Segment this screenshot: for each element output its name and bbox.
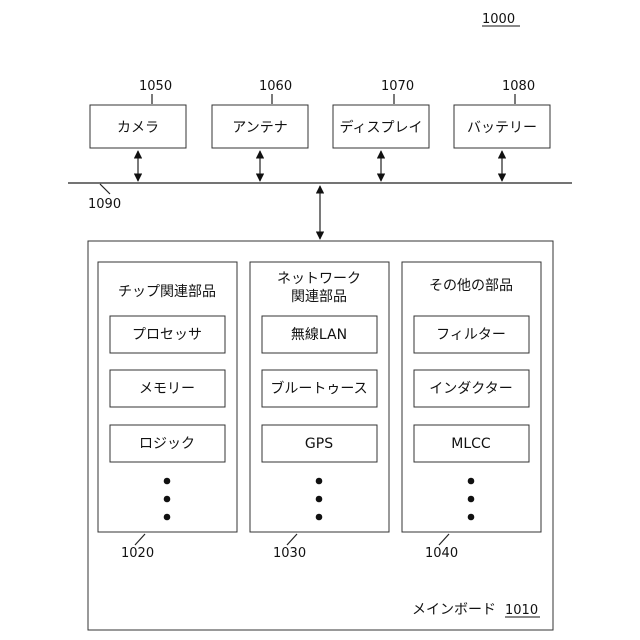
- ellipsis-dot: [468, 478, 475, 485]
- component-display: 1070 ディスプレイ: [333, 79, 429, 181]
- item-label: ロジック: [139, 436, 195, 452]
- component-label: バッテリー: [467, 120, 537, 136]
- component-number: 1070: [381, 79, 414, 94]
- component-camera: 1050 カメラ: [90, 79, 186, 181]
- bus-leader-line: [100, 184, 110, 194]
- ellipsis-dot: [468, 514, 475, 521]
- main-board-label: メインボード: [412, 602, 496, 618]
- item-label: 無線LAN: [291, 327, 347, 343]
- component-label: アンテナ: [232, 120, 287, 136]
- group-title-line2: 関連部品: [291, 289, 347, 305]
- ellipsis-dot: [316, 478, 323, 485]
- item-label: プロセッサ: [132, 327, 202, 343]
- ellipsis-dot: [164, 514, 171, 521]
- item-label: ブルートゥース: [270, 380, 367, 397]
- component-label: カメラ: [117, 120, 159, 136]
- group-number: 1030: [273, 546, 306, 561]
- component-antenna: 1060 アンテナ: [212, 79, 308, 181]
- component-number: 1050: [139, 79, 172, 94]
- group-network-parts: ネットワーク 関連部品 無線LAN ブルートゥース GPS 1030: [250, 262, 389, 561]
- item-label: フィルター: [436, 327, 506, 343]
- ellipsis-dot: [468, 496, 475, 503]
- bus-number: 1090: [88, 197, 121, 212]
- component-number: 1080: [502, 79, 535, 94]
- component-number: 1060: [259, 79, 292, 94]
- ellipsis-dot: [316, 514, 323, 521]
- ellipsis-dot: [164, 496, 171, 503]
- group-chip-parts: チップ関連部品 プロセッサ メモリー ロジック 1020: [98, 262, 237, 561]
- ellipsis-dot: [316, 496, 323, 503]
- group-title: チップ関連部品: [118, 284, 216, 300]
- figure-number: 1000: [482, 12, 515, 27]
- item-label: メモリー: [139, 381, 195, 397]
- item-label: インダクター: [429, 381, 512, 397]
- group-title: ネットワーク: [277, 271, 361, 287]
- component-battery: 1080 バッテリー: [454, 79, 550, 181]
- group-title: その他の部品: [429, 278, 513, 294]
- item-label: MLCC: [451, 436, 491, 452]
- group-number: 1020: [121, 546, 154, 561]
- main-board-number: 1010: [505, 603, 538, 618]
- item-label: GPS: [305, 436, 333, 452]
- group-other-parts: その他の部品 フィルター インダクター MLCC 1040: [402, 262, 541, 561]
- group-number: 1040: [425, 546, 458, 561]
- ellipsis-dot: [164, 478, 171, 485]
- component-label: ディスプレイ: [339, 119, 422, 136]
